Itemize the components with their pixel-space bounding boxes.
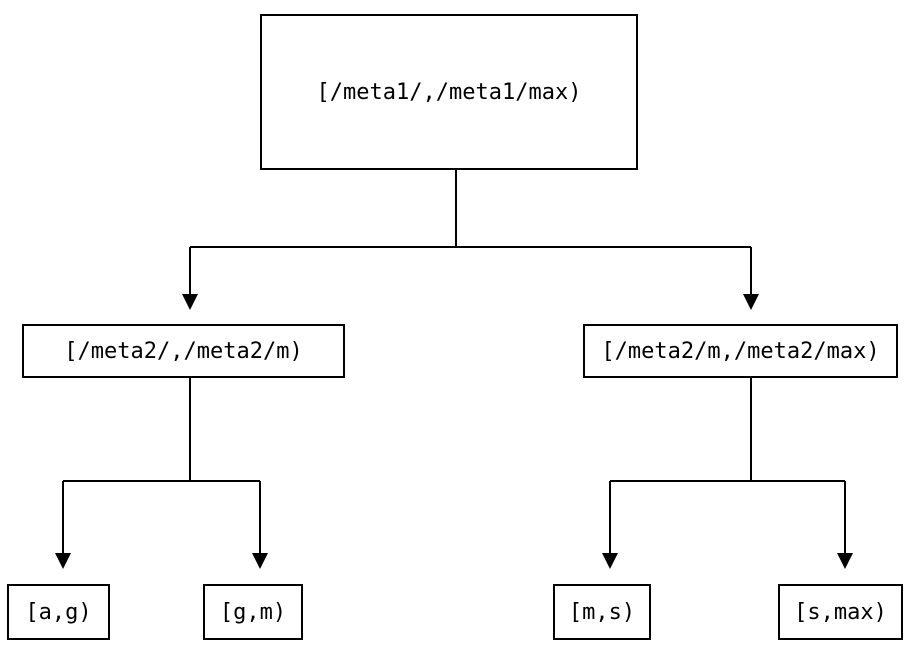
edge-root-to-left: [182, 247, 198, 310]
edge-root-trunk: [190, 170, 751, 248]
tree-node-leaf-ag-label: [a,g): [25, 599, 92, 625]
edge-right-to-leaf-ms: [602, 481, 618, 569]
edge-left-to-leaf-ag: [55, 481, 71, 569]
arrowhead-icon: [602, 553, 618, 569]
tree-node-leaf-smax: [s,max): [778, 584, 903, 640]
edge-right-to-leaf-smax: [837, 481, 853, 569]
arrowhead-icon: [182, 294, 198, 310]
tree-node-leaf-smax-label: [s,max): [794, 599, 887, 625]
tree-node-leaf-ms: [m,s): [553, 584, 651, 640]
tree-node-right-label: [/meta2/m,/meta2/max): [601, 338, 880, 364]
tree-node-leaf-ms-label: [m,s): [568, 599, 636, 625]
tree-node-root-label: [/meta1/,/meta1/max): [316, 79, 582, 105]
arrowhead-icon: [837, 553, 853, 569]
arrowhead-icon: [252, 553, 268, 569]
edge-right-trunk: [610, 378, 845, 482]
edge-root-to-right: [743, 247, 759, 310]
arrowhead-icon: [743, 294, 759, 310]
tree-node-leaf-gm-label: [g,m): [219, 599, 287, 625]
tree-node-left-label: [/meta2/,/meta2/m): [64, 338, 303, 364]
tree-node-left: [/meta2/,/meta2/m): [22, 324, 345, 378]
tree-node-root: [/meta1/,/meta1/max): [260, 14, 638, 170]
edge-left-to-leaf-gm: [252, 481, 268, 569]
edge-left-trunk: [63, 378, 260, 482]
tree-node-leaf-gm: [g,m): [203, 584, 303, 640]
tree-node-right: [/meta2/m,/meta2/max): [583, 324, 898, 378]
arrowhead-icon: [55, 553, 71, 569]
tree-node-leaf-ag: [a,g): [7, 584, 110, 640]
